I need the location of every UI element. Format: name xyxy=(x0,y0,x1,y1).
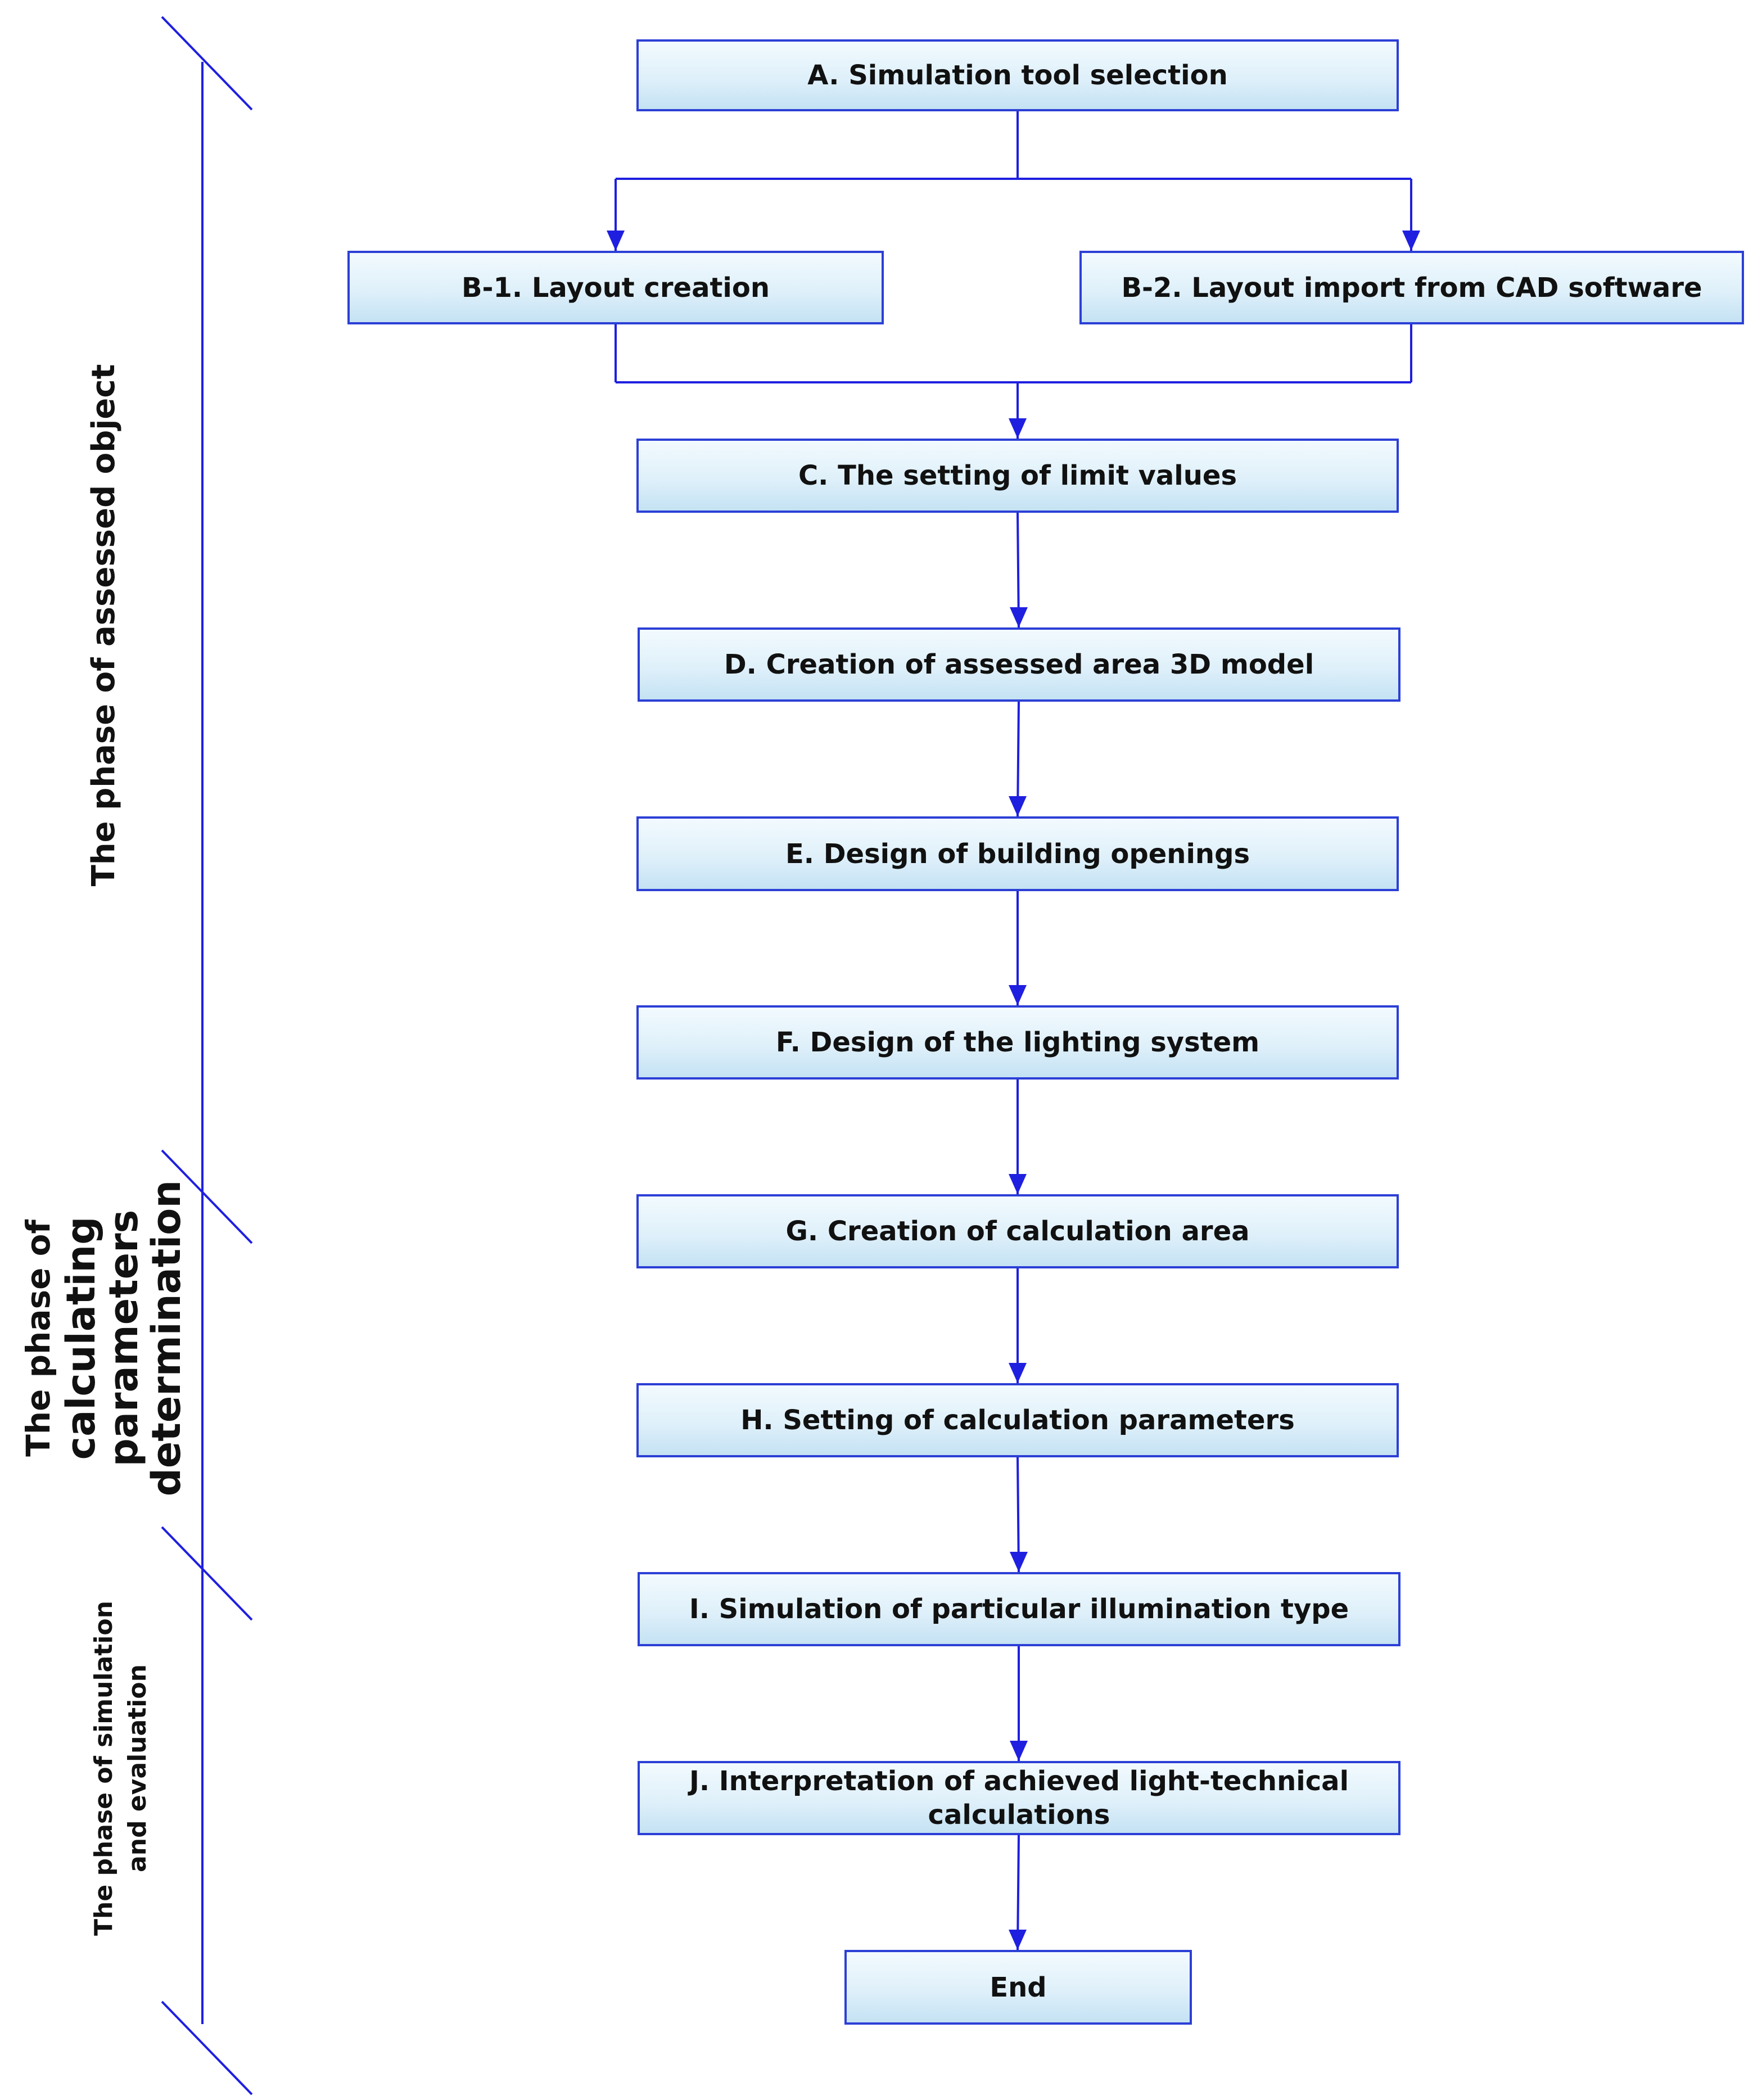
arrowhead-b2 xyxy=(1402,231,1420,251)
step-f-box: F. Design of the lighting system xyxy=(636,1005,1399,1080)
end-box: End xyxy=(844,1950,1192,2025)
step-b1-label: B-1. Layout creation xyxy=(461,272,770,304)
arrowhead-end xyxy=(1009,1930,1027,1950)
arrowhead-g xyxy=(1009,1174,1027,1194)
phase-label-calculating-parameters: The phase of calculating parameters dete… xyxy=(19,1180,189,1497)
arrowhead-i xyxy=(1010,1552,1028,1572)
arrowhead-j xyxy=(1010,1741,1028,1761)
step-j-label: J. Interpretation of achieved light-tech… xyxy=(689,1765,1349,1831)
arrowhead-f xyxy=(1009,985,1027,1005)
step-b1-box: B-1. Layout creation xyxy=(347,251,884,324)
arrowhead-e xyxy=(1009,796,1027,816)
arrowhead-h xyxy=(1009,1363,1027,1383)
step-h-label: H. Setting of calculation parameters xyxy=(740,1404,1295,1436)
step-f-label: F. Design of the lighting system xyxy=(775,1027,1260,1058)
step-j-box: J. Interpretation of achieved light-tech… xyxy=(638,1761,1400,1835)
step-i-label: I. Simulation of particular illumination… xyxy=(689,1593,1349,1625)
arrowhead-d xyxy=(1010,607,1028,627)
step-c-box: C. The setting of limit values xyxy=(636,439,1399,513)
phase-label-assessed-object: The phase of assessed object xyxy=(85,364,122,887)
step-b2-box: B-2. Layout import from CAD software xyxy=(1079,251,1744,324)
step-e-label: E. Design of building openings xyxy=(785,838,1250,870)
step-a-label: A. Simulation tool selection xyxy=(807,60,1228,91)
arrowhead-b1 xyxy=(607,231,625,251)
step-d-label: D. Creation of assessed area 3D model xyxy=(724,649,1314,680)
phase-separator-top xyxy=(161,16,253,111)
step-b2-label: B-2. Layout import from CAD software xyxy=(1121,272,1702,304)
step-i-box: I. Simulation of particular illumination… xyxy=(638,1572,1400,1646)
phase-label-simulation-evaluation: The phase of simulation and evaluation xyxy=(89,1601,152,1936)
step-g-box: G. Creation of calculation area xyxy=(636,1194,1399,1268)
end-label: End xyxy=(990,1971,1047,2003)
phase-separator-1 xyxy=(161,1149,253,1244)
step-c-label: C. The setting of limit values xyxy=(798,460,1237,491)
phase-separator-2 xyxy=(161,1526,253,1621)
step-d-box: D. Creation of assessed area 3D model xyxy=(638,627,1400,702)
step-g-label: G. Creation of calculation area xyxy=(785,1216,1250,1247)
arrowhead-c xyxy=(1009,418,1027,439)
phase-separator-bottom xyxy=(161,2000,253,2096)
step-h-box: H. Setting of calculation parameters xyxy=(636,1383,1399,1457)
step-a-box: A. Simulation tool selection xyxy=(636,39,1399,111)
step-e-box: E. Design of building openings xyxy=(636,816,1399,891)
